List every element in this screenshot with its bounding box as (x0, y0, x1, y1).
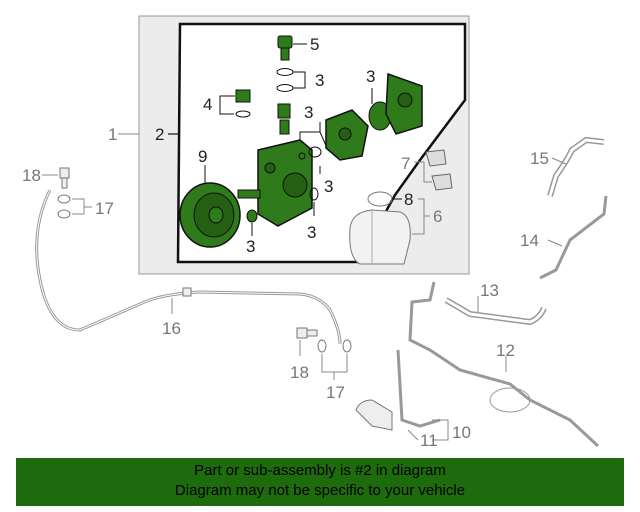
callout-3-a: 3 (315, 71, 324, 90)
callout-3-e: 3 (307, 223, 316, 242)
power-steering-pump (257, 72, 423, 227)
callout-18-lower: 18 (290, 363, 309, 382)
callout-4: 4 (203, 95, 212, 114)
callout-1: 1 (108, 125, 117, 144)
part-4-fitting (235, 89, 251, 118)
callout-3-f: 3 (324, 177, 333, 196)
callout-12: 12 (496, 341, 515, 360)
callout-17-lower: 17 (326, 383, 345, 402)
banner-line-1: Part or sub-assembly is #2 in diagram (194, 462, 446, 479)
banner-line-2: Diagram may not be specific to your vehi… (174, 482, 466, 499)
callout-15: 15 (530, 149, 549, 168)
callout-3-d: 3 (246, 237, 255, 256)
callout-2: 2 (155, 125, 164, 144)
callout-5: 5 (310, 35, 319, 54)
callout-16: 16 (162, 319, 181, 338)
callout-11: 11 (420, 431, 438, 450)
part-6-reservoir (349, 209, 411, 265)
callout-17-upper: 17 (95, 199, 114, 218)
callout-3-b: 3 (304, 103, 313, 122)
callout-6: 6 (433, 207, 442, 226)
part-18-bolt-upper (59, 167, 70, 189)
callout-3-c: 3 (366, 67, 375, 86)
callout-7: 7 (401, 154, 410, 173)
parts-diagram: 1 2 5 3 4 3 3 (22, 15, 608, 450)
callout-18-upper: 18 (22, 166, 41, 185)
vehicle-notice-banner: Part or sub-assembly is #2 in diagram Di… (16, 458, 624, 506)
part-11-bracket (355, 399, 393, 431)
part-12-pipe (408, 281, 600, 448)
part-14-line (539, 195, 608, 280)
part-7-clip (425, 149, 453, 191)
part-10-pipe (396, 349, 441, 428)
part-valve (277, 103, 291, 135)
part-5-bolt (277, 35, 293, 61)
callout-13: 13 (480, 281, 499, 300)
callout-10: 10 (452, 423, 471, 442)
part-18-bolt-lower (296, 327, 318, 339)
part-9-pulley (179, 182, 261, 248)
callout-14: 14 (520, 231, 539, 250)
part-15-hose (547, 136, 605, 197)
callout-8: 8 (404, 190, 413, 209)
callout-9: 9 (198, 147, 207, 166)
